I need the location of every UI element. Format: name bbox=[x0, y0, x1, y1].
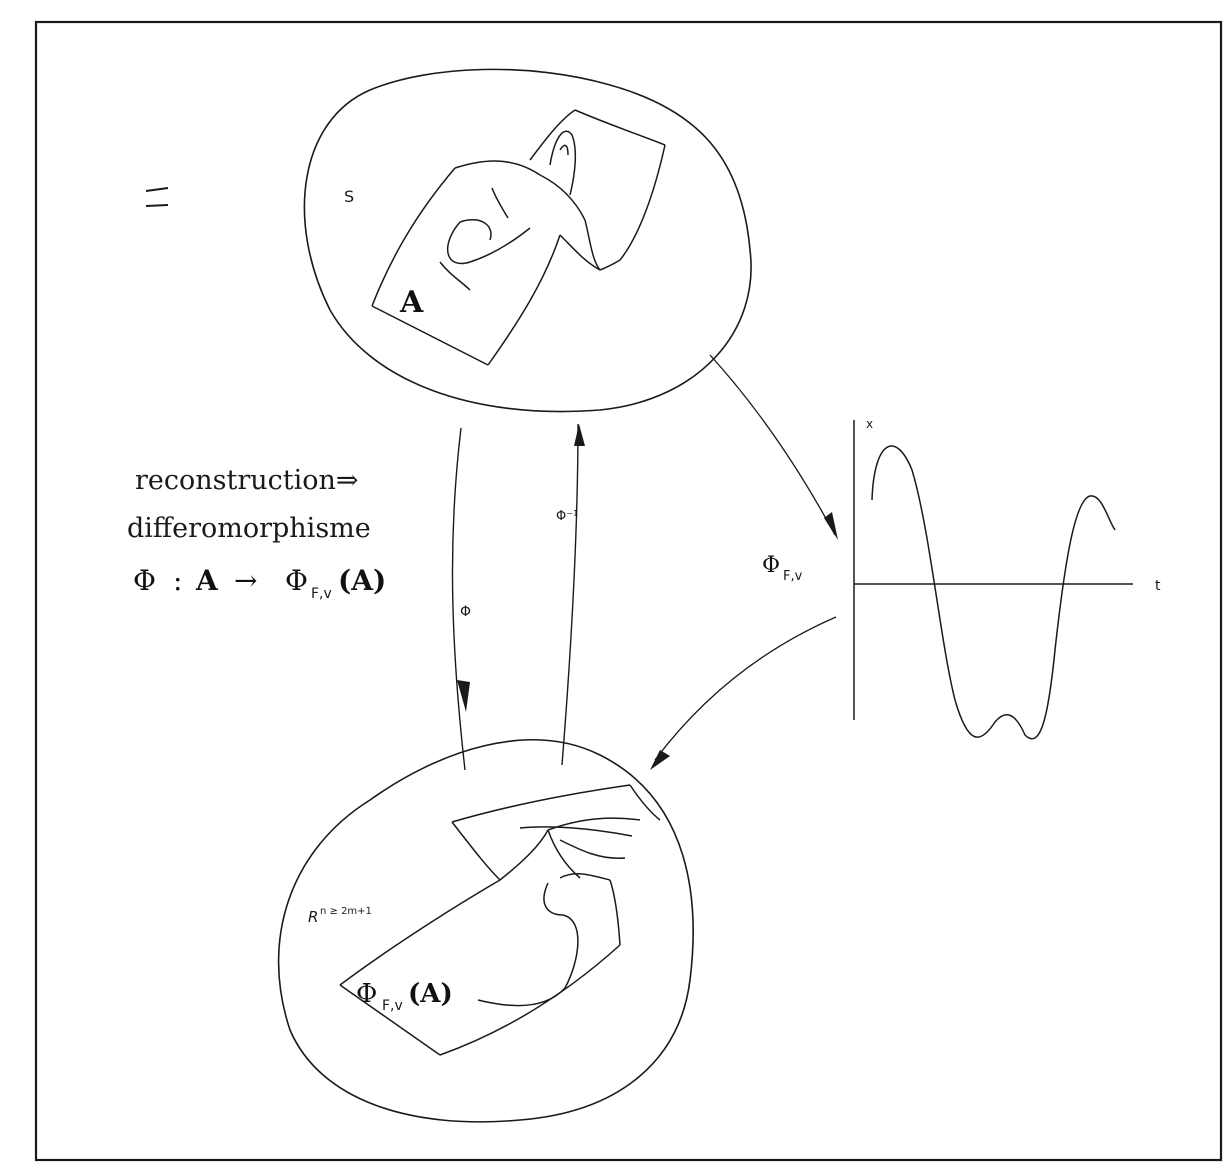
measure-arrow-head bbox=[824, 512, 838, 540]
svg-text:(A): (A) bbox=[408, 979, 453, 1009]
time-series-axes bbox=[853, 420, 1133, 720]
down-arrow-label: Φ bbox=[460, 604, 471, 620]
svg-text:(A): (A) bbox=[338, 564, 386, 597]
down-arrow-head bbox=[457, 680, 470, 712]
svg-text:Φ: Φ bbox=[285, 564, 308, 597]
top-state-space-blob bbox=[303, 68, 752, 413]
top-attractor-surface bbox=[371, 109, 666, 366]
top-attractor-label: A bbox=[399, 285, 424, 320]
embed-arrow-head bbox=[650, 750, 670, 770]
svg-text::: : bbox=[173, 564, 182, 597]
time-series-t-label: t bbox=[1155, 578, 1161, 594]
up-arrow-head bbox=[574, 424, 585, 446]
image-attractor-label: Φ F,v (A) bbox=[356, 979, 453, 1014]
embed-arrow bbox=[654, 616, 837, 761]
measure-arrow bbox=[709, 354, 836, 536]
svg-text:Φ: Φ bbox=[762, 553, 780, 578]
time-series-y-label: x bbox=[866, 417, 873, 431]
corner-mark bbox=[145, 187, 169, 207]
down-arrow bbox=[451, 427, 466, 771]
space-label: R n ≥ 2m+1 bbox=[308, 906, 372, 926]
svg-text:F,v: F,v bbox=[382, 998, 403, 1014]
svg-text:F,v: F,v bbox=[783, 569, 803, 584]
time-series-signal bbox=[871, 445, 1116, 740]
map-formula: Φ : A → Φ F,v (A) bbox=[133, 564, 386, 602]
top-set-label: S bbox=[344, 187, 354, 206]
svg-text:A: A bbox=[195, 564, 219, 597]
outer-frame bbox=[34, 20, 1223, 1162]
svg-text:Φ: Φ bbox=[133, 564, 156, 597]
up-arrow-label: Φ⁻¹ bbox=[556, 509, 578, 524]
up-arrow bbox=[561, 423, 579, 766]
svg-text:Φ: Φ bbox=[356, 979, 377, 1009]
time-series-formula: Φ F,v bbox=[762, 553, 803, 584]
svg-text:R: R bbox=[308, 908, 318, 926]
bottom-embedding-blob bbox=[277, 739, 694, 1123]
bottom-attractor-surface bbox=[339, 784, 661, 1056]
reconstruction-text-line2: differomorphisme bbox=[127, 513, 371, 544]
svg-text:n ≥ 2m+1: n ≥ 2m+1 bbox=[320, 906, 372, 917]
reconstruction-text-line1: reconstruction⇒ bbox=[135, 465, 359, 496]
svg-text:→: → bbox=[234, 564, 257, 597]
svg-text:F,v: F,v bbox=[311, 586, 332, 602]
